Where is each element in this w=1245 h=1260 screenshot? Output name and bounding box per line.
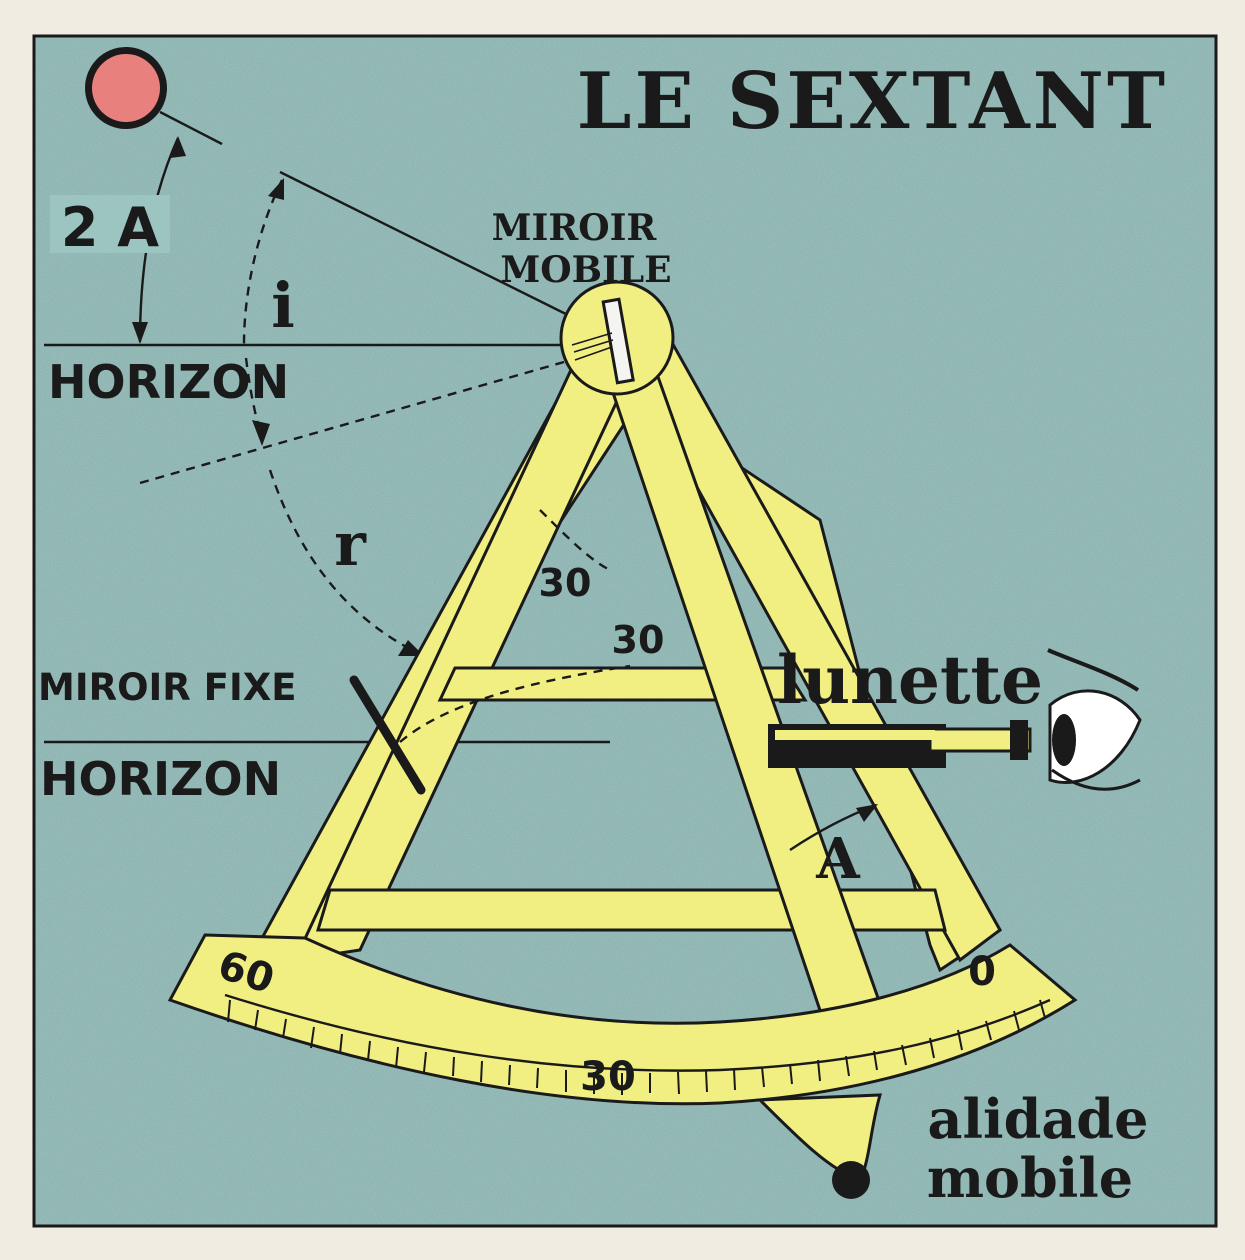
angle-r-arrow-top <box>252 420 270 446</box>
telescope-icon <box>768 720 1032 768</box>
fixed-mirror-ray <box>399 664 631 743</box>
arc-scale-ticks <box>227 999 1046 1095</box>
lunette-label: lunette <box>777 641 1043 719</box>
angle-30-label-b: 30 <box>612 618 665 662</box>
angle-2a-arrow-top <box>170 136 186 158</box>
inner-angle-arc <box>539 509 611 572</box>
reflected-ray <box>139 352 593 485</box>
angle-2a-arrow-bottom <box>132 322 148 344</box>
incident-ray <box>159 110 223 146</box>
angle-i-arrow <box>268 178 284 200</box>
mirror-fan-rays <box>571 332 614 361</box>
incident-ray-main <box>279 170 591 328</box>
title: LE SEXTANT <box>577 56 1168 147</box>
angle-a-arrow <box>856 804 878 822</box>
alidade-label-1: alidade <box>928 1087 1149 1151</box>
angle-30-label-a: 30 <box>539 561 592 605</box>
eye-icon <box>1047 648 1142 791</box>
angle-a-label: A <box>815 826 861 892</box>
miroir-fixe-label: MIROIR FIXE <box>38 666 297 709</box>
angle-r-arc-bottom <box>268 469 421 656</box>
angle-2a-label-bg <box>50 195 170 253</box>
miroir-mobile-label-2: MOBILE <box>500 249 671 291</box>
angle-r-label: r <box>334 510 367 580</box>
angle-2a-label: 2 A <box>61 196 159 259</box>
alidade-label-2: mobile <box>927 1146 1133 1210</box>
scale-label-0: 0 <box>968 949 996 995</box>
scale-label-30: 30 <box>580 1054 636 1100</box>
sun-icon <box>85 47 167 129</box>
angle-i-arc <box>242 179 284 345</box>
panel-frame <box>32 34 1218 1228</box>
angle-i-label: i <box>271 269 295 342</box>
horizon-label-top: HORIZON <box>48 355 289 409</box>
horizon-label-bottom: HORIZON <box>40 752 281 806</box>
fixed-mirror <box>349 675 426 795</box>
miroir-mobile-label-1: MIROIR <box>492 207 658 249</box>
mobile-mirror <box>601 297 635 385</box>
